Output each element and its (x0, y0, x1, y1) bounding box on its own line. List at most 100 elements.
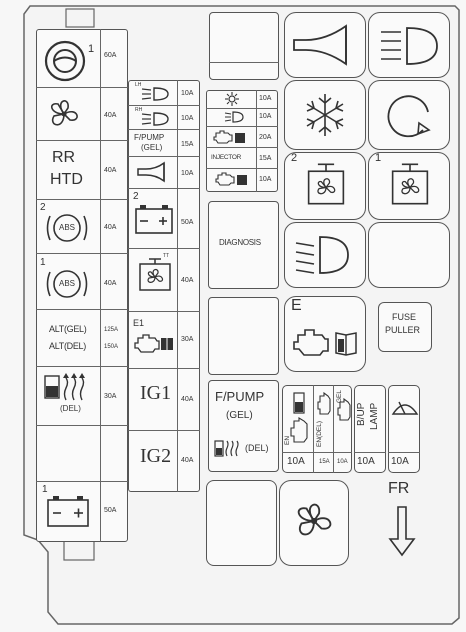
abs2-icon (46, 214, 88, 242)
steering-num: 1 (88, 43, 95, 55)
mid-left-divider (177, 80, 178, 492)
fuse-puller-label2: PULLER (385, 325, 421, 335)
fuse-puller-label1: FUSE (392, 312, 417, 322)
diagnosis-label: DIAGNOSIS (219, 238, 261, 247)
e-text: E (291, 297, 302, 314)
alt2-label: ALT(DEL) (49, 341, 86, 351)
fuel-heater-small-icon (214, 440, 239, 457)
row-divider (36, 366, 128, 367)
fpump-amp: 15A (181, 141, 194, 148)
row-divider (128, 311, 200, 312)
row-divider (206, 147, 278, 148)
row-divider (128, 248, 200, 249)
engine-vert3-icon (337, 398, 351, 421)
row-divider (128, 430, 200, 431)
alt1-label: ALT(GEL) (49, 324, 87, 334)
low-beam-relay (284, 222, 366, 288)
row-divider (128, 156, 200, 157)
injector-label: INJECTOR (211, 154, 241, 161)
row-divider (206, 126, 278, 127)
rotate-arrow-icon (387, 95, 431, 138)
lamp-small-icon (224, 111, 244, 123)
engine-small2-icon (215, 172, 247, 186)
sun-icon (225, 92, 239, 106)
ig1-label: IG1 (140, 382, 172, 404)
row-divider (36, 309, 128, 310)
ig2-label: IG2 (140, 445, 172, 467)
row-divider (128, 188, 200, 189)
engine-manual-icon (293, 329, 357, 356)
row-divider (36, 253, 128, 254)
batt2-num: 2 (133, 191, 139, 202)
eng2-amp: 10A (259, 176, 272, 183)
fan-relay-icon (297, 503, 332, 536)
injector-amp: 15A (259, 155, 272, 162)
abs2-amp: 40A (104, 224, 117, 231)
alt1-amp: 125A (104, 327, 119, 333)
fpump-label-1: F/PUMP (134, 133, 165, 142)
rh-amp: 10A (181, 115, 194, 122)
tt-text: TT (163, 253, 170, 259)
cond-amp: 40A (181, 277, 194, 284)
empty-relay-right (368, 222, 450, 288)
glow-amp: 30A (104, 393, 117, 400)
row-divider (36, 199, 128, 200)
row-divider (206, 168, 278, 169)
rh-text: RH (135, 107, 143, 113)
steering-wheel-icon (44, 40, 86, 82)
batt1-amp: 50A (104, 507, 117, 514)
lamp2-amp: 10A (259, 113, 272, 120)
spare-amp-2: 15A (319, 459, 330, 465)
fpump-label-2: (GEL) (141, 143, 163, 152)
headlamp-low-icon (295, 236, 349, 274)
down-arrow-icon (388, 506, 416, 557)
row-divider (36, 425, 128, 426)
spare-gel: GEL (336, 389, 343, 403)
fuse-puller (378, 302, 432, 352)
relay-line (209, 62, 279, 63)
horn-icon (293, 24, 347, 66)
spare-en-del: EN(DEL) (316, 420, 323, 447)
horn-amp: 10A (181, 170, 194, 177)
e1-text: E1 (133, 318, 145, 328)
glow-text: (DEL) (60, 404, 81, 413)
eng-amp: 20A (259, 134, 272, 141)
radiator-fan2-icon (307, 163, 345, 205)
engine-book-icon (134, 334, 173, 353)
spare-amp-5: 10A (391, 456, 409, 467)
battery1-icon (47, 496, 89, 527)
fuel-pump-small-icon (293, 392, 305, 414)
spare-line (333, 385, 334, 473)
spare-line (388, 452, 420, 453)
spare-en: EN (284, 435, 291, 445)
fan-icon (51, 100, 78, 126)
top-empty-relay (209, 12, 279, 80)
diagnosis-block (208, 201, 279, 289)
sun-amp: 10A (259, 95, 272, 102)
backup-lamp-fuse (354, 385, 386, 473)
left-panel-divider (100, 29, 101, 542)
spare-line (354, 452, 386, 453)
empty-bottom-block (206, 480, 277, 566)
alt2-amp: 150A (104, 344, 119, 350)
horn-small-icon (137, 161, 165, 183)
rr-htd-line1: RR (52, 149, 76, 166)
fuel-heater-icon (44, 373, 85, 401)
engine-vert-icon (290, 417, 308, 443)
spare-amp-1: 10A (287, 456, 305, 467)
left-fuse-panel (36, 29, 128, 542)
empty-block-mid (208, 297, 279, 375)
spare-amp-4: 10A (357, 456, 375, 467)
battery2-icon (135, 205, 173, 234)
row-divider (128, 129, 200, 130)
spare-line (282, 452, 352, 453)
horn-relay (284, 12, 366, 78)
rr-htd-amp: 40A (104, 167, 117, 174)
ig1-amp: 40A (181, 396, 194, 403)
rotation-relay (368, 80, 450, 150)
fpump-relay-block (208, 380, 279, 472)
row-divider (36, 87, 128, 88)
fr-label: FR (388, 480, 410, 497)
e1-amp: 30A (181, 336, 194, 343)
row-divider (36, 140, 128, 141)
